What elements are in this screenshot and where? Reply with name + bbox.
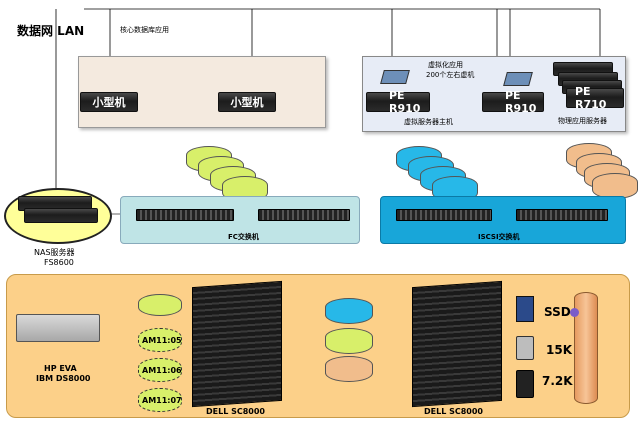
sc8000-array-right [412, 280, 502, 408]
fc-switch-label: FC交换机 [228, 233, 259, 241]
replication-disk-green [325, 328, 373, 354]
legacy-label-2: IBM DS8000 [36, 374, 91, 383]
minicomputer-left: 小型机 [80, 92, 138, 112]
virt-apps-label-1: 虚拟化应用 [428, 61, 463, 69]
snapshot-disk-2 [138, 358, 182, 382]
pe-r910-left: PE R910 [366, 89, 430, 115]
replication-disk-blue [325, 298, 373, 324]
snapshot-disk-1 [138, 328, 182, 352]
legacy-label-1: HP EVA [44, 364, 77, 373]
iscsi-switch-left [396, 209, 492, 221]
snapshot-disk-3 [138, 388, 182, 412]
network-title: 数据网 LAN [17, 24, 85, 38]
iscsi-switch-right [516, 209, 608, 221]
nas-label-1: NAS服务器 [34, 248, 75, 257]
snapshot-label-1: AM11:05 [142, 336, 182, 345]
array-right-label: DELL SC8000 [424, 407, 483, 416]
hdd-7200-icon [516, 370, 534, 398]
pe-r710: PE R710 [566, 85, 624, 111]
tier-15k-label: 15K [546, 343, 572, 357]
vm-icon-left [380, 70, 410, 84]
snapshot-label-3: AM11:07 [142, 396, 182, 405]
pe-r910-right: PE R910 [482, 89, 544, 115]
virt-hosts-label: 虚拟服务器主机 [404, 118, 453, 126]
tier-ssd-label: SSD [544, 305, 571, 319]
vm-icon-right [503, 72, 533, 86]
iscsi-switch-label: ISCSI交换机 [478, 233, 520, 241]
tier-marker-dot [570, 308, 579, 317]
legacy-storage-device [16, 314, 100, 342]
nas-label-2: FS8600 [44, 258, 74, 267]
ssd-drive-icon [516, 296, 534, 322]
minicomputer-right: 小型机 [218, 92, 276, 112]
snapshot-label-2: AM11:06 [142, 366, 182, 375]
storage-panel [6, 274, 630, 418]
hdd-15k-icon [516, 336, 534, 360]
array-left-label: DELL SC8000 [206, 407, 265, 416]
snapshot-base-disk [138, 294, 182, 316]
core-apps-label: 核心数据库应用 [120, 26, 169, 34]
replication-disk-orange [325, 356, 373, 382]
fc-switch-right [258, 209, 350, 221]
virt-apps-label-2: 200个左右虚机 [426, 71, 475, 79]
nas-server-front [24, 208, 98, 223]
tier-7200-label: 7.2K [542, 374, 573, 388]
sc8000-array-left [192, 280, 282, 408]
phys-servers-label: 物理应用服务器 [558, 117, 607, 125]
fc-switch-left [136, 209, 234, 221]
